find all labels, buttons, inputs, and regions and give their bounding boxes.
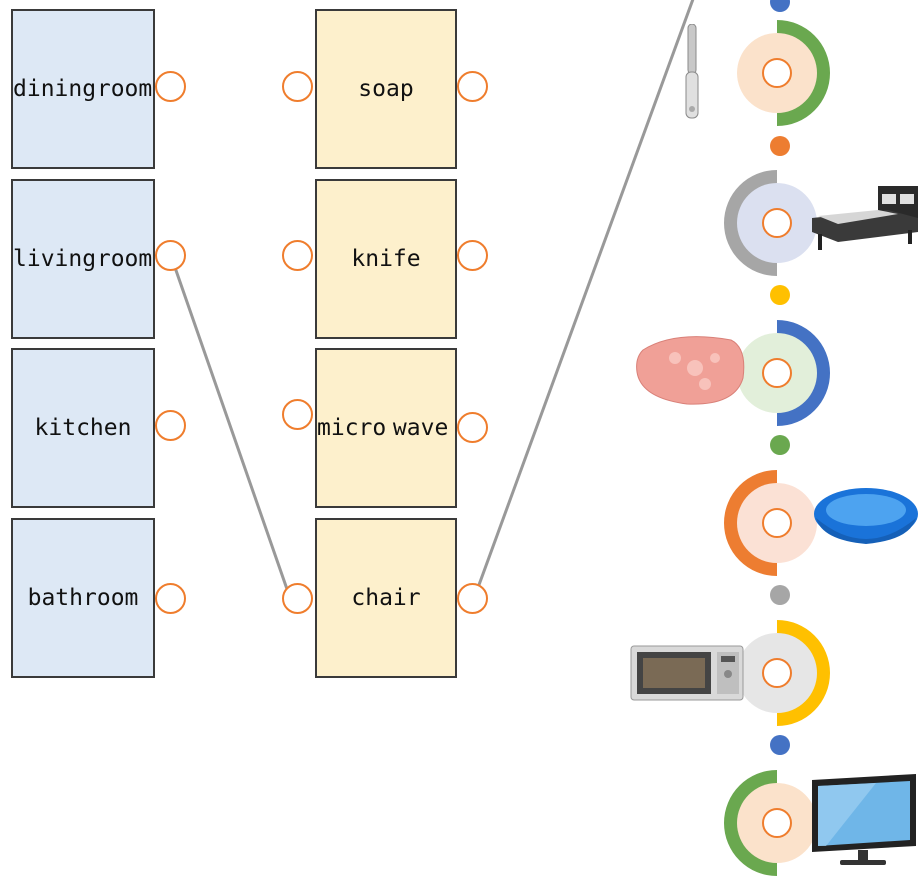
connection-line (169, 255, 290, 593)
place-label: living (13, 246, 97, 272)
ring-plate[interactable] (722, 468, 832, 578)
connector-knife-left[interactable] (282, 240, 313, 271)
ring-bed[interactable] (722, 168, 832, 278)
ring-connector (762, 208, 792, 238)
connector-knife-right[interactable] (457, 240, 488, 271)
connector-chair-right[interactable] (457, 583, 488, 614)
separator-dot (770, 136, 790, 156)
connector-dining-room[interactable] (155, 71, 186, 102)
connector-soap-right[interactable] (457, 71, 488, 102)
ring-connector (762, 658, 792, 688)
place-label: dining (13, 76, 97, 102)
ring-soap[interactable] (722, 318, 832, 428)
plate-icon (814, 488, 918, 544)
connector-living-room[interactable] (155, 240, 186, 271)
item-box-knife[interactable]: knife (315, 179, 457, 339)
connector-kitchen[interactable] (155, 410, 186, 441)
ring-connector (762, 808, 792, 838)
item-label: chair (351, 585, 421, 611)
separator-dot (770, 585, 790, 605)
ring-connector (762, 508, 792, 538)
connector-chair-left[interactable] (282, 583, 313, 614)
place-box-kitchen[interactable]: kitchen (11, 348, 155, 508)
place-box-dining-room[interactable]: dining room (11, 9, 155, 169)
item-box-soap[interactable]: soap (315, 9, 457, 169)
ring-tv[interactable] (722, 768, 832, 878)
ring-connector (762, 58, 792, 88)
ring-knife[interactable] (722, 18, 832, 128)
bed-icon (812, 186, 918, 250)
connector-bathroom[interactable] (155, 583, 186, 614)
knife-icon (685, 24, 699, 119)
ring-microwave[interactable] (722, 618, 832, 728)
item-box-chair[interactable]: chair (315, 518, 457, 678)
item-label: wave (392, 415, 449, 441)
separator-dot (770, 435, 790, 455)
connector-microwave-left[interactable] (282, 399, 313, 430)
microwave-icon (630, 645, 744, 701)
item-box-microwave[interactable]: micro wave (315, 348, 457, 508)
connector-soap-left[interactable] (282, 71, 313, 102)
place-box-bathroom[interactable]: bathroom (11, 518, 155, 678)
separator-dot (770, 0, 790, 12)
place-label: room (96, 76, 153, 102)
item-label: soap (358, 76, 414, 102)
place-box-living-room[interactable]: living room (11, 179, 155, 339)
place-label: room (96, 246, 153, 272)
soap-icon (636, 336, 745, 405)
connection-line (470, 0, 695, 605)
tv-icon (812, 774, 916, 865)
ring-connector (762, 358, 792, 388)
place-label: bathroom (27, 585, 139, 611)
separator-dot (770, 735, 790, 755)
separator-dot (770, 285, 790, 305)
place-label: kitchen (34, 415, 132, 441)
item-label: micro (317, 415, 387, 441)
connector-microwave-right[interactable] (457, 412, 488, 443)
item-label: knife (351, 246, 421, 272)
